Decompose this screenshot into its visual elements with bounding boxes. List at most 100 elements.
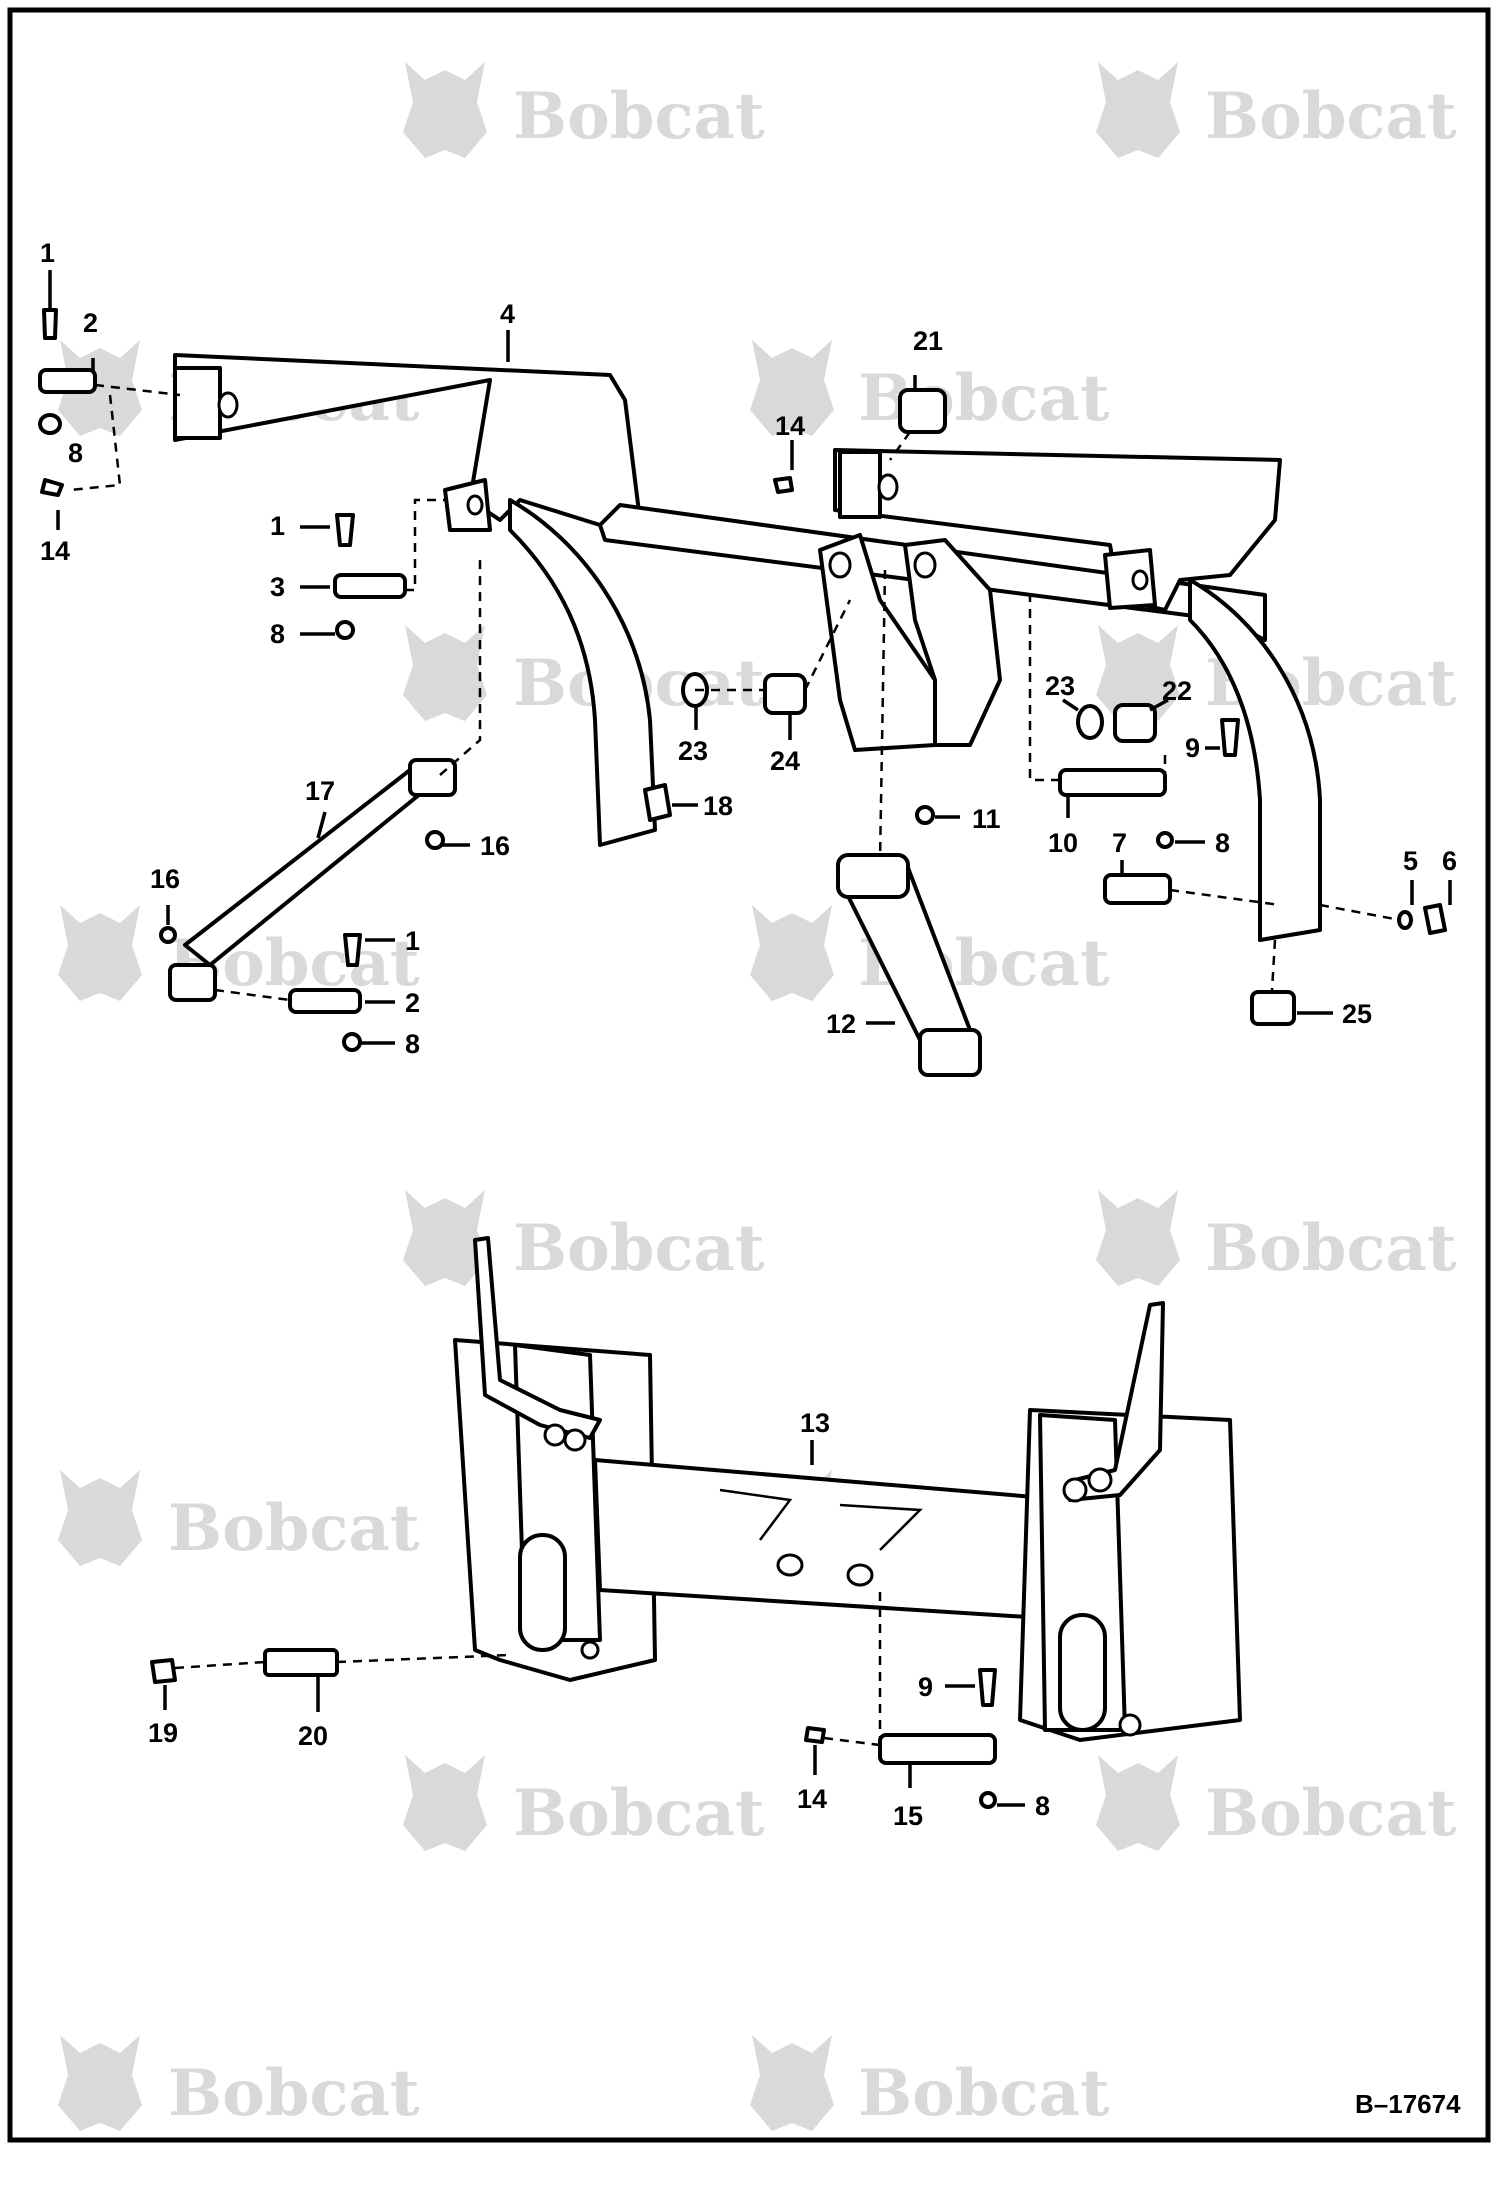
- bolt-1a: [42, 308, 58, 340]
- pin-2b: [288, 988, 362, 1014]
- center-hardware: [681, 388, 982, 1077]
- bobcat-logo-icon: [403, 625, 487, 721]
- watermark-text: Bobcat: [1205, 1211, 1457, 1286]
- callout-23: 23: [1045, 671, 1075, 701]
- bobcat-logo-icon: [750, 2035, 834, 2131]
- cylinder-12-rod-eye: [918, 1028, 982, 1077]
- crossbar-brace: [719, 1488, 793, 1541]
- fitting-14a: [40, 478, 64, 497]
- bushing-21: [898, 388, 947, 434]
- right-slot: [1058, 1613, 1107, 1732]
- spacer-23b: [1076, 704, 1104, 740]
- left-arm-hole: [217, 391, 239, 419]
- bobcat-logo-icon: [1096, 1755, 1180, 1851]
- left-handle: [473, 1236, 602, 1440]
- bobcat-logo-icon: [750, 905, 834, 1001]
- nut-8c: [342, 1032, 362, 1052]
- fitting-14c: [804, 1726, 826, 1744]
- bushing-24: [763, 673, 807, 715]
- crossbar-13: [593, 1458, 1077, 1622]
- fitting-14b: [773, 476, 794, 494]
- lift-arm-assembly: [173, 353, 1322, 942]
- watermark-text: Bobcat: [1205, 79, 1457, 154]
- bolt-9a: [1220, 718, 1240, 757]
- callout-8: 8: [1215, 828, 1230, 858]
- callout-10: 10: [1048, 828, 1078, 858]
- nut-8a: [38, 413, 62, 435]
- left-hardware: [38, 270, 672, 1052]
- watermark-text: Bobcat: [513, 1776, 765, 1851]
- left-arm-end-plate: [173, 366, 222, 440]
- right-upright: [1188, 578, 1322, 942]
- callout-12: 12: [826, 1009, 856, 1039]
- fitting-16b: [159, 926, 177, 944]
- watermark-text: Bobcat: [168, 1491, 420, 1566]
- callout-21: 21: [913, 326, 943, 356]
- callout-24: 24: [770, 746, 800, 776]
- page-border: [7, 7, 1491, 2143]
- right-cylinder-mount: [903, 538, 1002, 747]
- bobcat-logo-icon: [403, 62, 487, 158]
- left-upright: [508, 498, 657, 847]
- pin-15: [878, 1733, 997, 1765]
- bobcat-logo-icon: [403, 1190, 487, 1286]
- callout-14: 14: [40, 536, 70, 566]
- callout-13: 13: [800, 1408, 830, 1438]
- callout-8: 8: [405, 1029, 420, 1059]
- bobcat-logo-icon: [403, 1755, 487, 1851]
- callout-14: 14: [797, 1784, 827, 1814]
- callout-8: 8: [68, 438, 83, 468]
- callout-labels: 1 2 8 14 4 1 3 8 17 16 16 1 2 8 18 21 14…: [40, 238, 1457, 1831]
- pin-3: [333, 573, 407, 599]
- bobcat-logo-icon: [58, 1470, 142, 1566]
- left-lift-arm: [173, 353, 642, 527]
- cylinder-lug-left: [776, 1553, 804, 1577]
- pin-2a: [38, 368, 97, 394]
- callout-18: 18: [703, 791, 733, 821]
- callout-16: 16: [150, 864, 180, 894]
- plate-hole: [1118, 1713, 1142, 1737]
- lever-bolt: [1087, 1467, 1113, 1493]
- bushing-22: [1113, 703, 1157, 743]
- right-hardware: [1028, 595, 1447, 1026]
- watermark-text: Bobcat: [858, 2056, 1110, 2131]
- bobcat-logo-icon: [1096, 1190, 1180, 1286]
- nut-8e: [979, 1791, 997, 1809]
- pin-10: [1058, 768, 1167, 797]
- nut-8d: [1156, 831, 1174, 849]
- callout-1: 1: [405, 926, 420, 956]
- lever-bolt: [1062, 1477, 1088, 1503]
- bracket-hole: [466, 494, 484, 516]
- link-17-lower-eye: [168, 963, 217, 1002]
- nut-8b: [335, 620, 355, 640]
- callout-9: 9: [918, 1672, 933, 1702]
- callout-20: 20: [298, 1721, 328, 1751]
- fitting-11: [915, 805, 935, 825]
- link-17-upper-eye: [408, 758, 457, 797]
- washer-5: [1397, 910, 1413, 930]
- bobcat-logo-icon: [1096, 62, 1180, 158]
- callout-22: 22: [1162, 676, 1192, 706]
- cylinder-lug-right: [846, 1563, 874, 1587]
- lower-hardware: [150, 1590, 997, 1809]
- figure-reference: B–17674: [1355, 2089, 1461, 2119]
- callout-5: 5: [1403, 846, 1418, 876]
- callout-23: 23: [678, 736, 708, 766]
- callout-14: 14: [775, 411, 805, 441]
- watermark-text: Bobcat: [513, 79, 765, 154]
- callout-11: 11: [972, 804, 1001, 834]
- bolt-1c: [343, 933, 362, 967]
- bolt-6: [1423, 903, 1447, 935]
- mount-hole: [828, 551, 852, 579]
- callout-4: 4: [500, 299, 515, 329]
- callout-8: 8: [1035, 1791, 1050, 1821]
- pin-7: [1103, 873, 1172, 905]
- right-arm-end-plate: [838, 450, 882, 519]
- callout-2: 2: [405, 988, 420, 1018]
- lever-bolt: [563, 1428, 587, 1452]
- callout-19: 19: [148, 1718, 178, 1748]
- right-arm-hole: [877, 473, 899, 501]
- callout-8: 8: [270, 619, 285, 649]
- right-lift-arm: [833, 448, 1282, 612]
- bolt-9b: [978, 1668, 997, 1707]
